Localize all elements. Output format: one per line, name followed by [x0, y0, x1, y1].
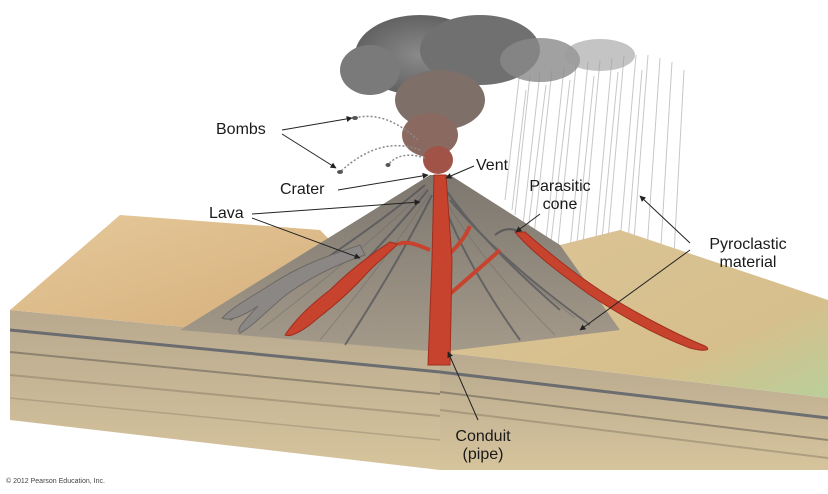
pyroclastic-fall-streaks [504, 54, 685, 267]
copyright-notice: © 2012 Pearson Education, Inc. [6, 478, 105, 485]
label-pyroclastic-line1: Pyroclastic [709, 236, 787, 253]
label-conduit-line1: Conduit [455, 428, 511, 445]
label-crater: Crater [280, 181, 325, 198]
old-lava-flow [221, 244, 366, 334]
volcanic-bomb-icon [337, 115, 426, 174]
label-parasitic-cone-line1: Parasitic [529, 178, 591, 195]
label-parasitic-cone: Parasitic cone [520, 178, 600, 214]
label-pyroclastic-line2: material [719, 254, 777, 271]
label-conduit-line2: (pipe) [462, 446, 504, 463]
label-lava: Lava [209, 205, 244, 222]
label-vent: Vent [476, 157, 509, 174]
ash-cloud-icon [340, 15, 635, 174]
label-pyroclastic-material: Pyroclastic material [693, 236, 803, 272]
leader-lines [251, 115, 691, 421]
label-conduit: Conduit (pipe) [438, 428, 528, 464]
label-parasitic-cone-line2: cone [542, 196, 578, 213]
label-bombs: Bombs [216, 121, 266, 138]
